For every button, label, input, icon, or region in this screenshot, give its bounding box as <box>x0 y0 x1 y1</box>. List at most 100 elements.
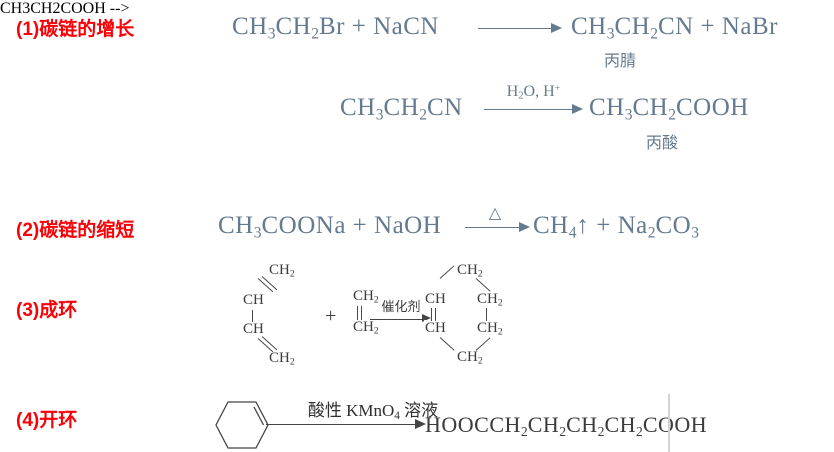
arrow-head <box>572 104 583 115</box>
equation-2-conditions: H2O, H+ <box>486 83 581 102</box>
subscript: 2 <box>518 90 524 102</box>
formula-text: CH <box>604 412 637 437</box>
bond-line <box>439 265 455 280</box>
atom-label: CH2 <box>456 349 484 367</box>
bond-line <box>357 306 359 320</box>
condition-text: H <box>506 83 519 100</box>
formula-text: CH <box>232 13 268 40</box>
formula-text: ↑ + Na <box>576 212 648 239</box>
equation-5-product: HOOCCH2CH2CH2CH2COOH <box>425 412 707 440</box>
hexagon-outline <box>215 401 269 449</box>
bond-line <box>431 308 433 321</box>
arrow-head <box>422 314 431 323</box>
subscript: 3 <box>606 25 615 43</box>
formula-text: CH <box>566 412 598 437</box>
subscript: 2 <box>668 106 676 124</box>
formula-text: Br + NaCN <box>318 13 439 40</box>
section-heading-4: (4)开环 <box>16 410 78 431</box>
bond-line <box>439 337 455 351</box>
structure-ethylene: CH2 CH2 <box>348 288 394 344</box>
subscript: 3 <box>624 106 633 124</box>
subscript: 2 <box>419 106 427 124</box>
formula-text: CH <box>632 94 669 121</box>
formula-text: CH <box>527 412 560 437</box>
formula-text: CH <box>571 13 607 40</box>
bond-line <box>435 308 437 321</box>
structure-cyclohexene-ring <box>215 401 269 449</box>
condition-text: 酸性 KMnO <box>307 401 395 420</box>
equation-2-reactants: CH3CH2CN <box>340 94 463 124</box>
equation-3-conditions: △ <box>488 205 502 222</box>
subscript: 3 <box>691 224 699 242</box>
atom-label: CH <box>242 321 265 338</box>
formula-text: CN <box>426 94 463 121</box>
bond-line <box>475 278 491 292</box>
product-name-propionitrile: 丙腈 <box>604 53 637 70</box>
reaction-arrow-1 <box>478 22 563 36</box>
double-bond-inner-line <box>253 406 265 426</box>
reaction-arrow-5 <box>266 418 426 432</box>
equation-2-products: CH3CH2COOH <box>589 94 749 124</box>
subscript: 2 <box>647 224 656 242</box>
formula-text: CH <box>383 94 420 121</box>
subscript: 3 <box>253 224 262 242</box>
equation-3-reactants: CH3COONa + NaOH <box>218 212 441 242</box>
section-heading-3: (3)成环 <box>16 300 78 321</box>
formula-text: CH <box>275 13 312 40</box>
arrow-shaft <box>266 424 417 426</box>
arrow-shaft <box>465 227 521 229</box>
subscript: 4 <box>568 224 577 242</box>
atom-label: CH2 <box>352 319 380 337</box>
formula-text: CH <box>589 94 625 121</box>
formula-text: COONa + NaOH <box>261 212 442 239</box>
atom-label: CH2 <box>456 262 484 280</box>
formula-text: COOH <box>675 94 749 121</box>
subscript: 2 <box>311 25 319 43</box>
subscript: 2 <box>597 423 605 439</box>
arrow-shaft <box>484 109 574 111</box>
formula-text: COOH <box>642 412 708 437</box>
reaction-arrow-3 <box>465 221 530 235</box>
product-name-propionic-acid: 丙酸 <box>646 135 679 152</box>
atom-label: CH2 <box>352 288 380 306</box>
formula-text: CH <box>218 212 254 239</box>
arrow-head <box>519 222 530 233</box>
bond-line <box>486 308 488 321</box>
structure-butadiene: CH2 CH CH CH2 <box>240 262 320 368</box>
subscript: 2 <box>636 423 643 439</box>
arrow-shaft <box>370 319 425 321</box>
subscript: 3 <box>375 106 384 124</box>
formula-text: CH <box>533 212 569 239</box>
subscript: 2 <box>650 25 658 43</box>
atom-label: CH2 <box>268 350 296 368</box>
equation-3-products: CH4↑ + Na2CO3 <box>533 212 699 242</box>
atom-label: CH <box>242 292 265 309</box>
subscript: 3 <box>267 25 276 43</box>
section-heading-2: (2)碳链的缩短 <box>16 220 135 241</box>
equation-1-products: CH3CH2CN + NaBr <box>571 13 778 43</box>
atom-label: CH2 <box>268 262 296 280</box>
arrow-head <box>551 23 562 34</box>
atom-label: CH <box>424 291 447 308</box>
superscript: + <box>554 83 561 95</box>
atom-label: CH <box>424 320 447 337</box>
atom-label: CH2 <box>476 320 504 338</box>
structure-cyclohexene-product: CH2 CH CH2 CH CH2 CH2 <box>424 262 534 367</box>
formula-text: CH <box>614 13 651 40</box>
formula-text: HOOCCH <box>425 412 521 437</box>
section-heading-1: (1)碳链的增长 <box>16 19 135 40</box>
subscript: 2 <box>559 423 567 439</box>
subscript: 4 <box>394 409 400 422</box>
atom-label: CH2 <box>476 291 504 309</box>
formula-text: CO <box>655 212 692 239</box>
formula-text: CH <box>340 94 376 121</box>
equation-1-reactants: CH3CH2Br + NaCN <box>232 13 439 43</box>
equation-5-conditions: 酸性 KMnO4 溶液 <box>268 396 478 422</box>
condition-text: 溶液 <box>399 401 439 420</box>
reaction-arrow-4 <box>370 313 432 327</box>
subscript: 2 <box>520 423 528 439</box>
bond-line <box>252 310 254 322</box>
equation-4-conditions: 催化剂 <box>381 299 421 314</box>
arrow-head <box>415 419 426 430</box>
reaction-arrow-2 <box>484 103 584 117</box>
